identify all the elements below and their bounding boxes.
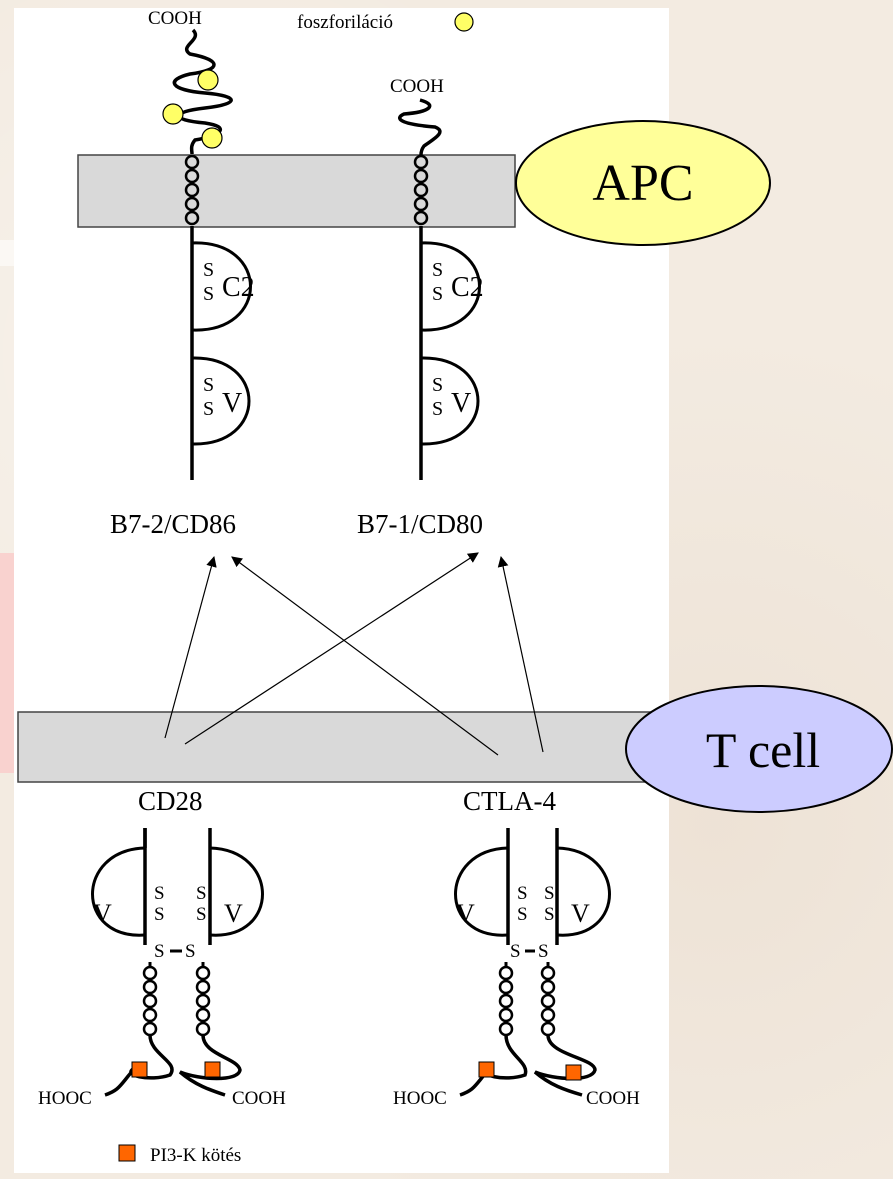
ctla4-v-label-left: V [456, 899, 475, 928]
ctla4-cooh-label: COOH [586, 1088, 640, 1109]
cd86-molecule: COOH S S C2 S S V B7-2/CD86 [110, 8, 255, 539]
ctla4-ss-right: S [544, 883, 555, 904]
phosphorylation-site-icon [201, 127, 223, 149]
ctla4-bridge-s: S [538, 941, 549, 962]
pi3k-binding-site-icon [478, 1061, 495, 1078]
pi3k-binding-site-icon [131, 1061, 148, 1078]
ctla4-tail-right [533, 1034, 597, 1097]
cd86-ss-top: S [203, 374, 214, 396]
cd28-ss-left: S [154, 904, 165, 925]
ctla4-v-label-right: V [571, 899, 590, 928]
cd80-cytoplasmic-tail [398, 98, 442, 156]
cd86-c2-label: C2 [222, 272, 255, 303]
cd80-ss-bottom: S [432, 398, 443, 420]
cd86-v-domain [191, 356, 251, 446]
tcell-label-ellipse: T cell [625, 685, 893, 813]
cd28-ss-right: S [196, 904, 207, 925]
cd28-v-domain-left [91, 846, 146, 937]
cd28-ss-left: S [154, 883, 165, 904]
pi3k-legend-label: PI3-K kötés [150, 1145, 241, 1166]
cd86-v-label: V [222, 388, 242, 419]
cd28-bridge-s: S [154, 941, 165, 962]
cd80-ss-top: S [432, 259, 443, 281]
pi3k-binding-site-icon [204, 1061, 221, 1078]
side-strip [0, 553, 14, 773]
binding-arrows [164, 552, 544, 756]
phosphorylation-site-icon [197, 69, 219, 91]
cd28-v-domain-right [209, 846, 264, 937]
pi3k-legend-icon [118, 1144, 136, 1162]
cd80-v-label: V [451, 388, 471, 419]
ctla4-ss-left: S [517, 883, 528, 904]
cd86-cooh-label: COOH [148, 8, 202, 29]
cd80-ss-bottom: S [432, 283, 443, 305]
arrow-cd28-to-cd80 [184, 552, 479, 745]
ctla4-transmembrane-helix [498, 965, 556, 1037]
cd86-name: B7-2/CD86 [110, 509, 236, 539]
cd80-cooh-label: COOH [390, 76, 444, 97]
arrow-cd28-to-cd86 [164, 555, 217, 739]
cd28-v-label-left: V [93, 899, 112, 928]
cd28-molecule: CD28 V V S S S S S S HOOC COOH [38, 786, 286, 1109]
ctla4-bridge-s: S [510, 941, 521, 962]
cd86-ss-bottom: S [203, 283, 214, 305]
cd80-c2-label: C2 [451, 272, 484, 303]
cd86-ss-bottom: S [203, 398, 214, 420]
cd28-hooc-label: HOOC [38, 1088, 92, 1109]
cd28-name: CD28 [138, 786, 203, 816]
ctla4-ss-right: S [544, 904, 555, 925]
ctla4-v-domain-right [556, 846, 611, 937]
cd28-bridge-s: S [185, 941, 196, 962]
cd86-ss-top: S [203, 259, 214, 281]
ctla4-hooc-label: HOOC [393, 1088, 447, 1109]
cd80-molecule: COOH S S C2 S S V B7-1/CD80 [357, 76, 484, 539]
arrow-ctla4-to-cd86 [231, 556, 499, 756]
cd28-tail-right [178, 1034, 242, 1097]
cd80-ss-top: S [432, 374, 443, 396]
pi3k-binding-site-icon [565, 1064, 582, 1081]
cd80-v-domain [420, 356, 480, 446]
apc-label-ellipse: APC [515, 120, 771, 246]
ctla4-v-domain-left [454, 846, 509, 937]
apc-label: APC [592, 155, 693, 212]
phosphorylation-site-icon [162, 103, 184, 125]
arrow-ctla4-to-cd80 [497, 555, 544, 753]
ctla4-name: CTLA-4 [463, 786, 556, 816]
tcell-membrane [17, 711, 669, 783]
apc-membrane [77, 154, 516, 228]
ctla4-ss-left: S [517, 904, 528, 925]
cd80-name: B7-1/CD80 [357, 509, 483, 539]
phospho-legend-icon [454, 12, 474, 32]
ctla4-molecule: CTLA-4 V V S S S S S S HOOC COOH [393, 786, 640, 1109]
cd80-c2-domain [420, 241, 481, 332]
tcell-label: T cell [706, 722, 820, 778]
cd28-v-label-right: V [224, 899, 243, 928]
cd28-ss-right: S [196, 883, 207, 904]
cd80-transmembrane-helix [413, 154, 429, 226]
ctla4-tail-left [459, 1034, 528, 1097]
cd86-c2-domain [191, 241, 252, 332]
phospho-legend-label: foszforiláció [297, 12, 393, 33]
cd28-cooh-label: COOH [232, 1088, 286, 1109]
cd28-transmembrane-helix [142, 965, 211, 1037]
cd86-transmembrane-helix [184, 154, 200, 226]
